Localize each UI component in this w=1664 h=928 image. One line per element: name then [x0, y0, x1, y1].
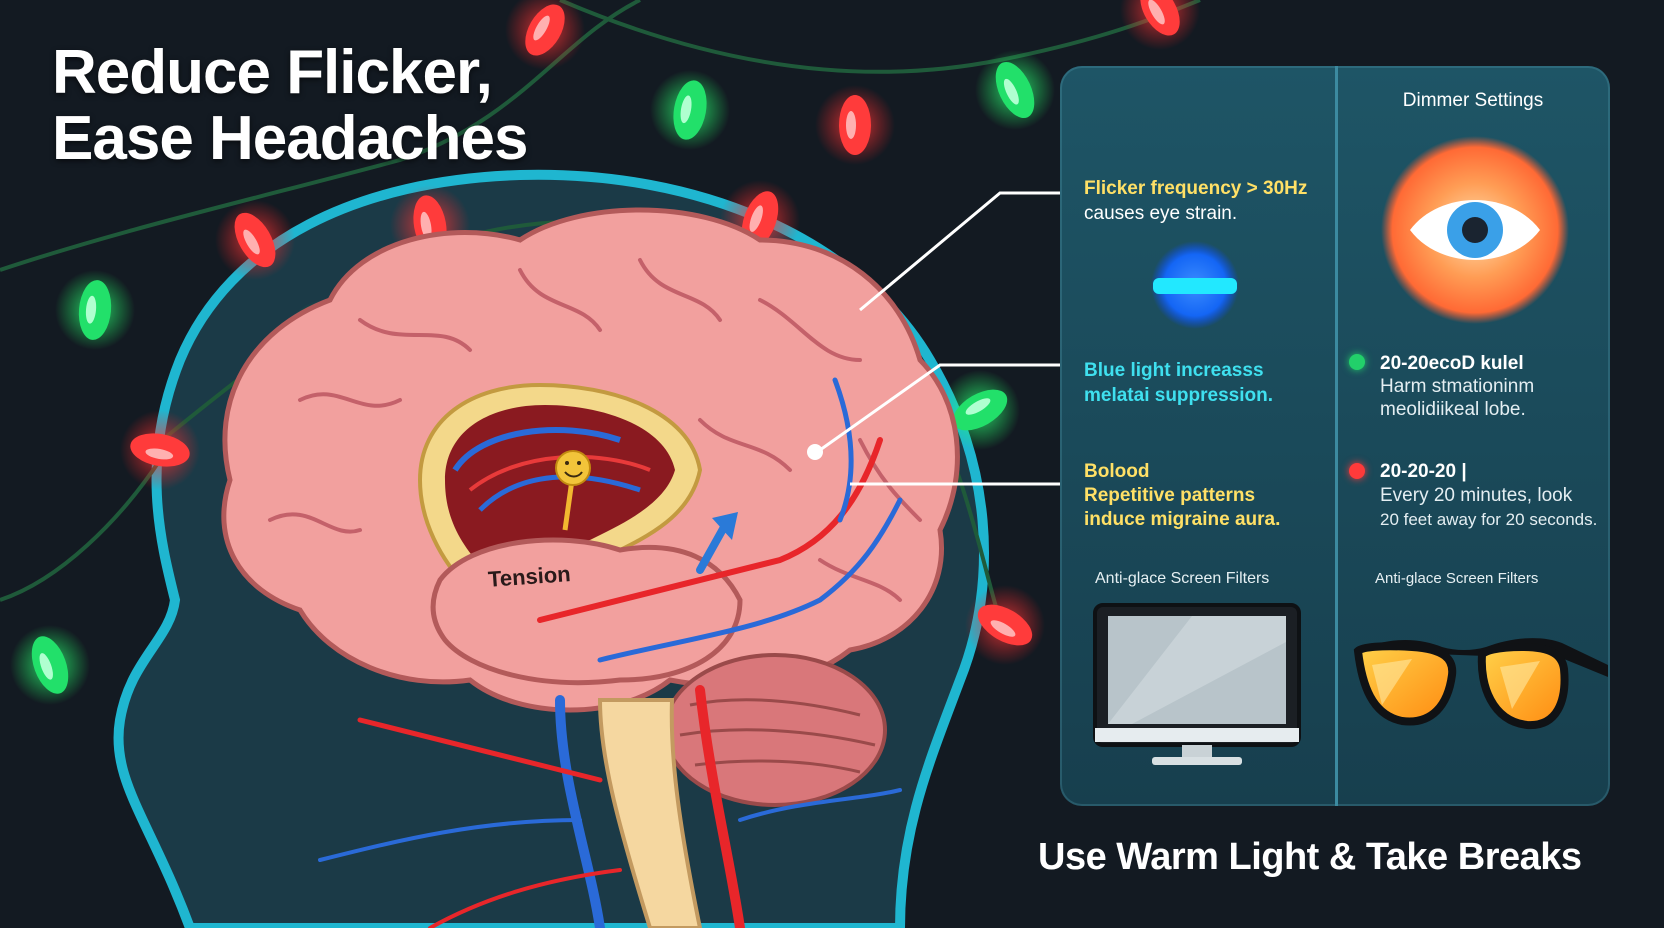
monitor-icon: [1093, 603, 1301, 765]
page-title-line1: Reduce Flicker,: [52, 38, 493, 107]
dimmer-rule-2: 20-20-20 | Every 20 minutes, look 20 fee…: [1380, 460, 1597, 532]
christmas-light-icon: [975, 50, 1055, 130]
patterns-fact: Bolood Repetitive patterns induce migrai…: [1084, 460, 1280, 532]
flicker-fact: Flicker frequency > 30Hz causes eye stra…: [1084, 176, 1307, 226]
glasses-caption: Anti-glace Screen Filters: [1375, 570, 1539, 587]
dimmer-rule-1-line1: Harm stmationinm: [1380, 376, 1535, 397]
patterns-fact-line3: induce migraine aura.: [1084, 509, 1281, 530]
christmas-light-icon: [940, 370, 1020, 450]
dimmer-rule-1-title: 20-20ecoD kulel: [1380, 353, 1524, 374]
christmas-light-icon: [55, 270, 135, 350]
eye-icon: [1381, 136, 1569, 324]
flicker-bulb-icon: [1151, 241, 1239, 329]
brain-icon: [221, 207, 960, 928]
status-dot-green: [1349, 354, 1365, 370]
dimmer-rule-1: 20-20ecoD kulel Harm stmationinm meolidi…: [1380, 352, 1534, 421]
christmas-light-icon: [965, 585, 1045, 665]
page-title-line2: Ease Headaches: [52, 104, 528, 173]
flicker-fact-line2: causes eye strain.: [1084, 203, 1238, 224]
christmas-lights: [10, 0, 1200, 705]
dimmer-rule-2-line2: 20 feet away for 20 seconds.: [1380, 510, 1598, 529]
christmas-light-icon: [650, 70, 730, 150]
blue-light-fact-line1: Blue light increasss: [1084, 360, 1264, 381]
christmas-light-icon: [120, 410, 200, 490]
blue-light-fact: Blue light increasss melatai suppression…: [1084, 358, 1273, 408]
smiley-icon: [555, 450, 591, 531]
dimmer-heading: Dimmer Settings: [1402, 90, 1544, 111]
dimmer-rule-2-title: 20-20-20 |: [1380, 461, 1467, 482]
dimmer-rule-1-line2: meolidiikeal lobe.: [1380, 399, 1526, 420]
christmas-light-icon: [1120, 0, 1200, 50]
footer-tagline: Use Warm Light & Take Breaks: [1038, 836, 1582, 878]
patterns-fact-line1: Bolood: [1084, 461, 1150, 482]
page-title: Reduce Flicker, Ease Headaches: [52, 38, 528, 173]
christmas-light-icon: [815, 85, 895, 165]
christmas-light-icon: [215, 200, 295, 280]
monitor-caption: Anti-glace Screen Filters: [1095, 570, 1270, 587]
flicker-fact-line1: Flicker frequency > 30Hz: [1084, 178, 1308, 199]
status-dot-red: [1349, 463, 1365, 479]
panel-divider: [1335, 66, 1338, 806]
christmas-light-icon: [10, 625, 90, 705]
blue-light-fact-line2: melatai suppression.: [1084, 385, 1274, 406]
dimmer-rule-2-line1: Every 20 minutes, look: [1380, 485, 1573, 506]
christmas-light-icon: [505, 0, 585, 70]
glasses-icon: [1353, 638, 1608, 730]
patterns-fact-line2: Repetitive patterns: [1084, 485, 1256, 506]
